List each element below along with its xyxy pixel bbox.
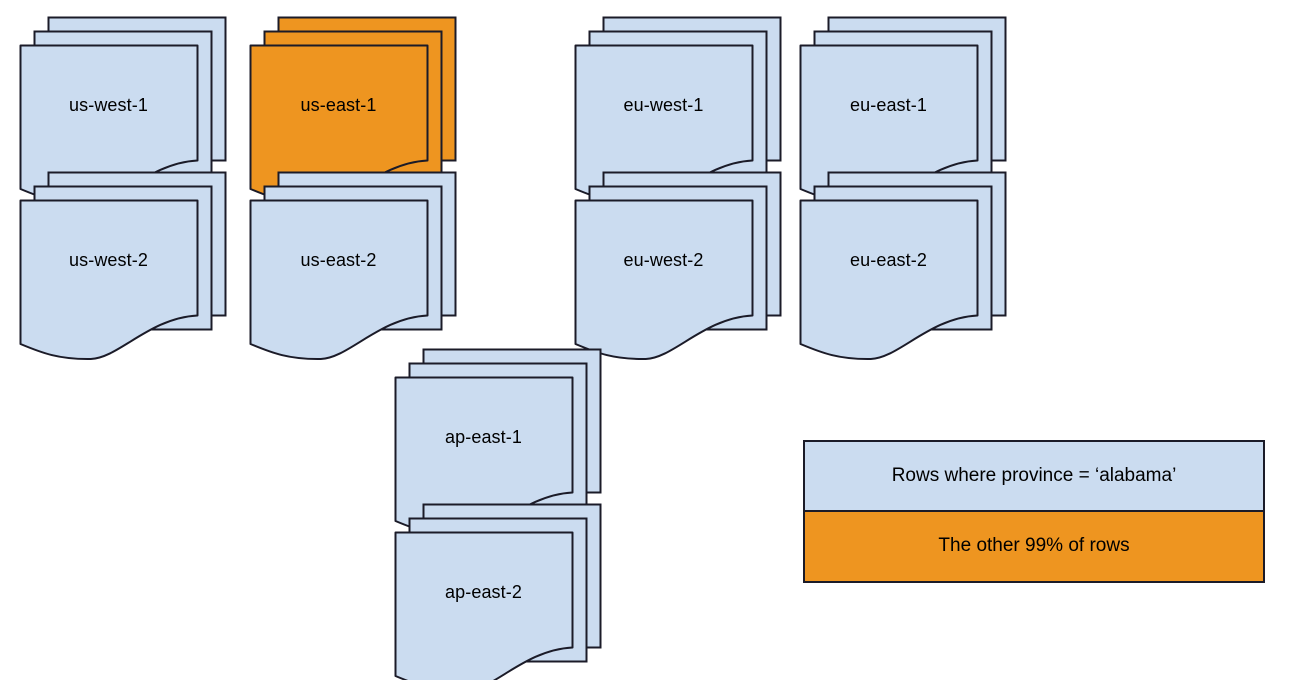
- document-stack-us-west-1[interactable]: us-west-1: [19, 16, 227, 206]
- document-stack-ap-east-2[interactable]: ap-east-2: [394, 503, 602, 680]
- document-stack-icon: [19, 171, 227, 361]
- stack-front-page: [799, 199, 979, 361]
- stack-front-page: [19, 199, 199, 361]
- document-stack-icon: [799, 171, 1007, 361]
- stack-front-page: [574, 199, 754, 361]
- document-stack-eu-east-2[interactable]: eu-east-2: [799, 171, 1007, 361]
- document-stack-icon: [19, 16, 227, 206]
- document-stack-icon: [394, 503, 602, 680]
- document-stack-us-west-2[interactable]: us-west-2: [19, 171, 227, 361]
- legend-label-other-rows: The other 99% of rows: [938, 535, 1130, 557]
- legend-label-alabama: Rows where province = ‘alabama’: [891, 464, 1177, 486]
- document-stack-eu-west-1[interactable]: eu-west-1: [574, 16, 782, 206]
- document-stack-icon: [249, 16, 457, 206]
- document-stack-ap-east-1[interactable]: ap-east-1: [394, 348, 602, 538]
- legend: Rows where province = ‘alabama’ The othe…: [803, 440, 1265, 583]
- document-stack-icon: [249, 171, 457, 361]
- document-stack-us-east-1[interactable]: us-east-1: [249, 16, 457, 206]
- stack-front-page: [394, 531, 574, 680]
- document-stack-eu-west-2[interactable]: eu-west-2: [574, 171, 782, 361]
- legend-item-alabama: Rows where province = ‘alabama’: [805, 442, 1263, 512]
- document-stack-us-east-2[interactable]: us-east-2: [249, 171, 457, 361]
- document-stack-icon: [574, 16, 782, 206]
- document-stack-icon: [574, 171, 782, 361]
- document-stack-icon: [799, 16, 1007, 206]
- document-stack-icon: [394, 348, 602, 538]
- stack-front-page: [249, 199, 429, 361]
- document-stack-eu-east-1[interactable]: eu-east-1: [799, 16, 1007, 206]
- legend-item-other-rows: The other 99% of rows: [805, 511, 1263, 581]
